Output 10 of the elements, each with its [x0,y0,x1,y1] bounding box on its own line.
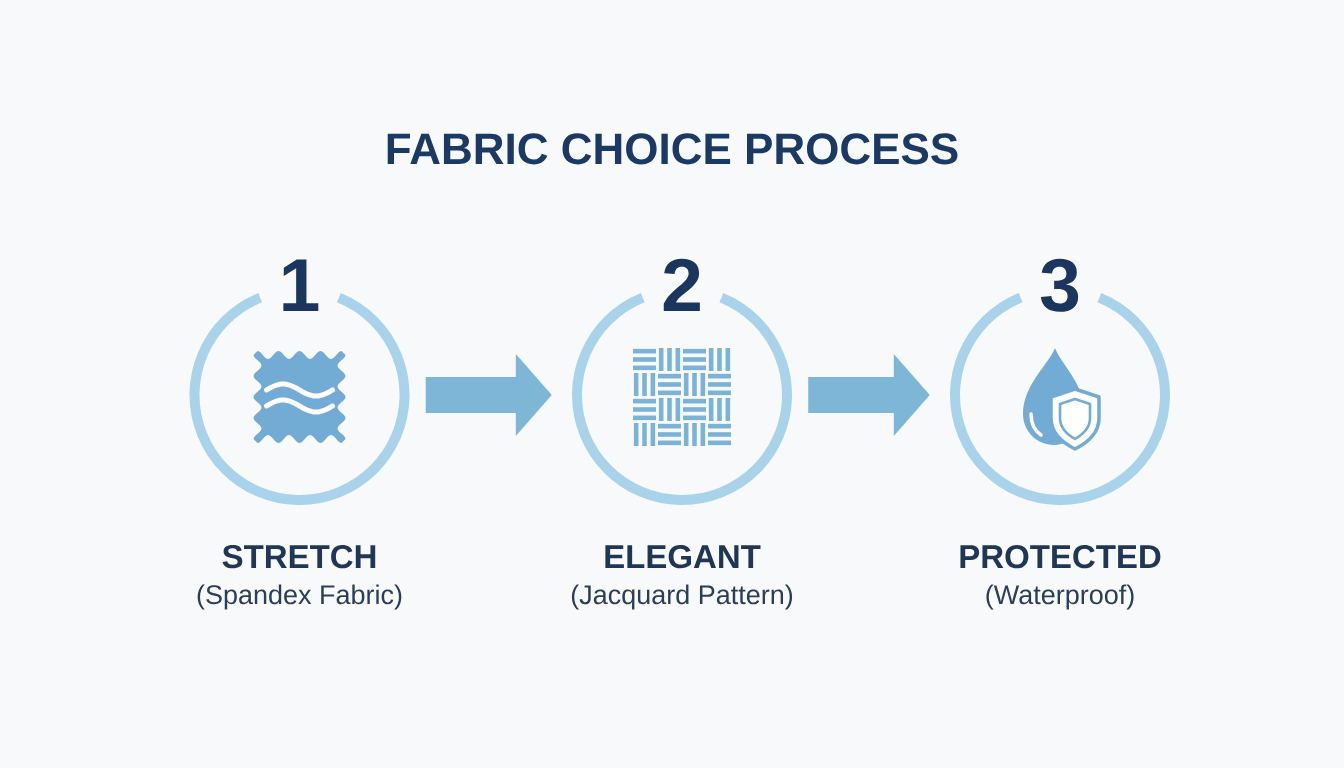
step-number: 2 [663,258,700,311]
step-subtitle: (Spandex Fabric) [197,584,402,610]
step-heading: STRETCH [222,544,376,569]
title: FABRIC CHOICE PROCESS [387,133,958,165]
step-heading: PROTECTED [960,544,1161,569]
step-heading: ELEGANT [605,544,761,569]
step-subtitle: (Jacquard Pattern) [571,584,793,610]
step-subtitle: (Waterproof) [986,584,1134,610]
step-number: 1 [283,259,319,311]
step-number: 3 [1040,258,1079,312]
